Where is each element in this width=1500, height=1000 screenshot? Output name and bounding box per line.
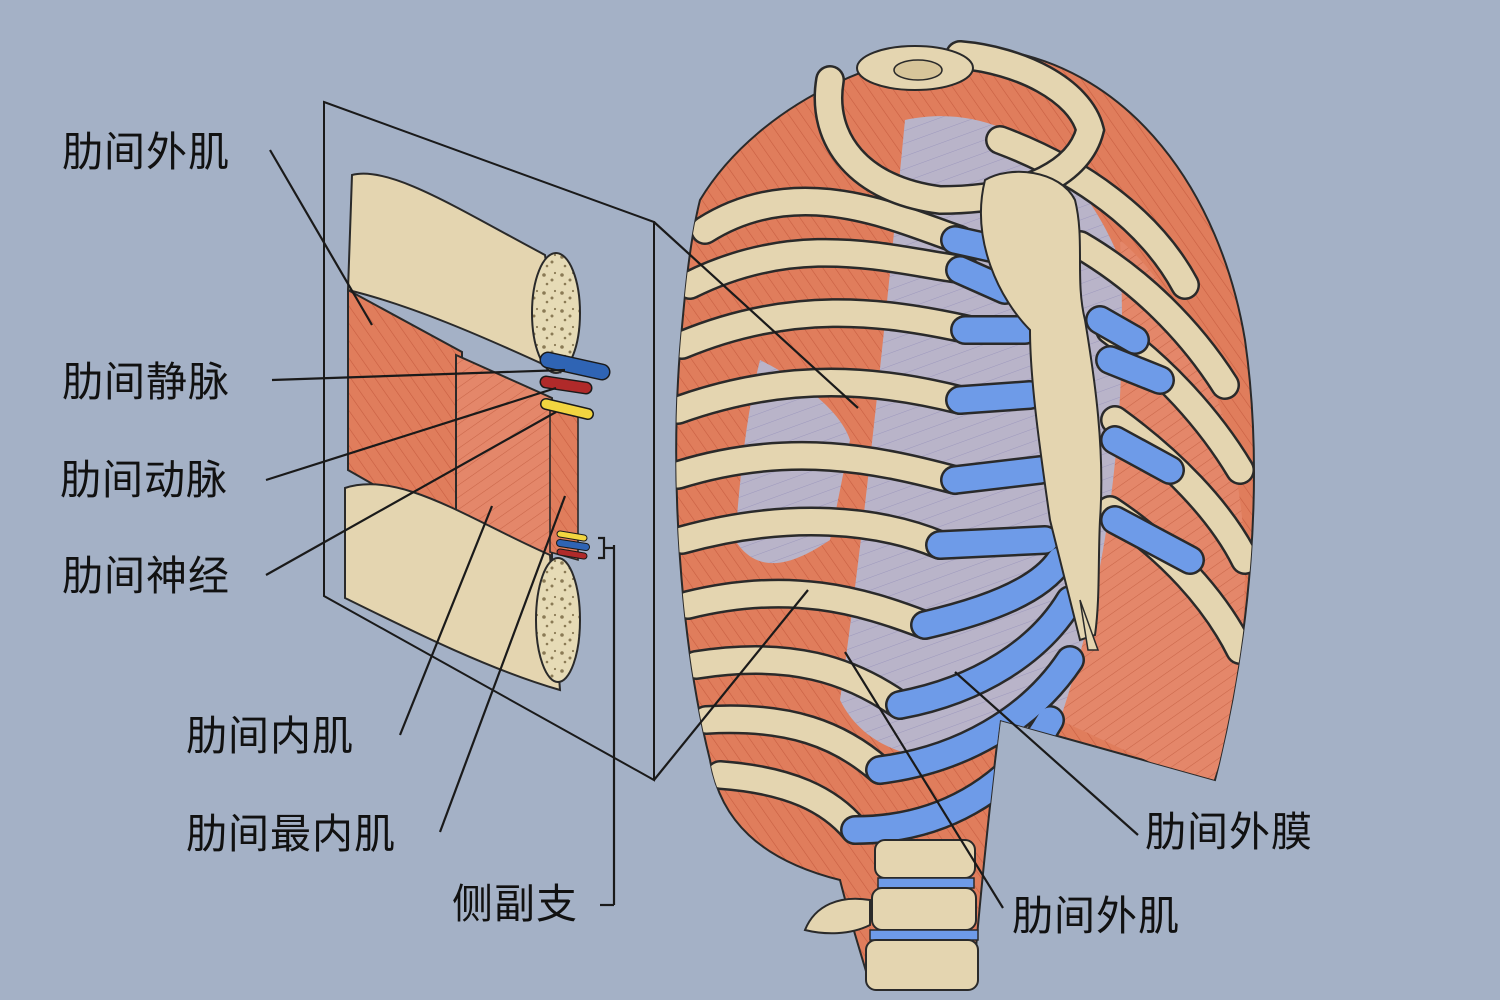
label-internal-intercostal: 肋间内肌 [186, 712, 354, 760]
lower-rib-cross-section [535, 557, 581, 683]
intercostal-nerve-tube [541, 399, 593, 419]
intercostal-artery-tube [541, 377, 591, 393]
label-intercostal-artery: 肋间动脉 [60, 456, 228, 504]
spine-base [803, 839, 979, 991]
label-intercostal-nerve: 肋间神经 [62, 552, 230, 600]
sternum [980, 170, 1103, 642]
upper-rib-cross-section [531, 252, 581, 374]
ribcage-illustration [675, 40, 1255, 991]
xiphoid-process [1079, 599, 1100, 651]
intercostal-vein-tube [541, 353, 609, 379]
leader-lines [265, 149, 1139, 909]
main-neurovascular-bundle [539, 351, 611, 420]
label-collateral-branch: 侧副支 [452, 880, 578, 928]
collateral-branch-bundle [556, 530, 590, 560]
label-innermost-intercostal: 肋间最内肌 [186, 810, 396, 858]
detail-panel [323, 100, 655, 782]
label-intercostal-vein: 肋间静脉 [62, 358, 230, 406]
label-external-intercostal-bottom: 肋间外肌 [1012, 892, 1180, 940]
label-external-intercostal-membrane: 肋间外膜 [1145, 808, 1313, 856]
label-external-intercostal-top: 肋间外肌 [62, 128, 230, 176]
right-lateral-muscle [1060, 240, 1245, 790]
lower-rib-segment [344, 483, 562, 692]
